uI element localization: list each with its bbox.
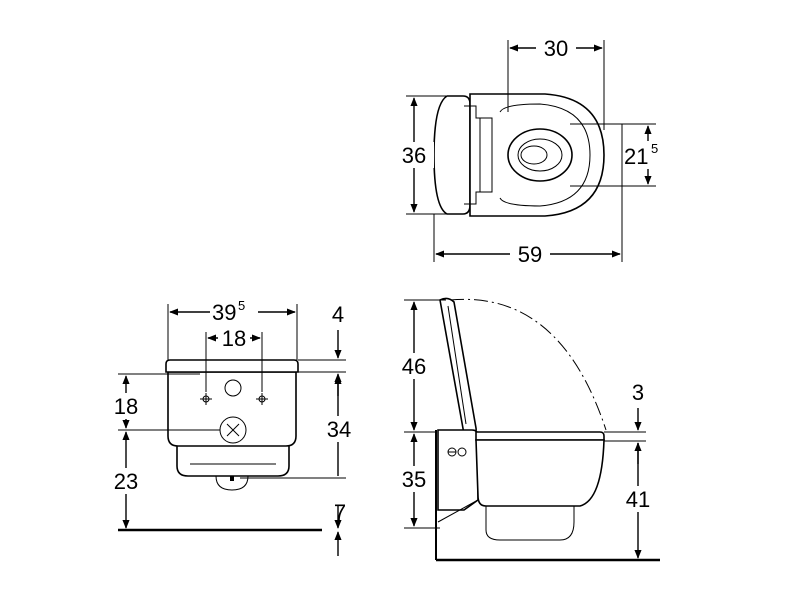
side-view-control-buttons — [447, 447, 467, 457]
side-view-lid-swing-arc — [449, 298, 607, 431]
top-view-hinge — [464, 105, 493, 205]
top-view-seat — [499, 103, 591, 207]
dim-label-36: 36 — [402, 143, 426, 168]
dim-label-39: 39 — [212, 300, 236, 325]
dim-label-18-horizontal: 18 — [222, 326, 246, 351]
dim-label-23: 23 — [114, 469, 138, 494]
dim-label-3: 3 — [632, 380, 644, 405]
side-view: 46 35 3 41 — [396, 297, 660, 562]
dim-label-46: 46 — [402, 354, 426, 379]
side-view-control-unit — [437, 429, 479, 511]
dim-label-7: 7 — [334, 500, 346, 525]
side-view-seat — [475, 431, 605, 441]
top-view-lid — [433, 95, 471, 215]
front-view-fixing-left — [200, 393, 212, 405]
front-view-fixing-right — [256, 393, 268, 405]
dim-label-59: 59 — [518, 242, 542, 267]
side-view-lid — [439, 297, 477, 435]
front-view-body — [167, 371, 297, 447]
dim-label-21: 21 — [624, 144, 648, 169]
front-view: 39 5 18 4 34 7 18 23 — [108, 298, 356, 556]
front-view-upper-hole — [224, 379, 242, 397]
dim-label-35: 35 — [402, 467, 426, 492]
front-view-drain-pipe — [215, 475, 249, 491]
dim-label-41: 41 — [626, 487, 650, 512]
top-view-opening — [507, 128, 573, 182]
dim-label-4: 4 — [332, 302, 344, 327]
dim-label-34: 34 — [327, 417, 351, 442]
dim-label-21-sup: 5 — [651, 141, 658, 156]
front-view-seat — [165, 359, 299, 373]
dim-label-39-sup: 5 — [238, 298, 245, 313]
side-view-drain-pipe — [485, 506, 575, 541]
side-view-bowl — [475, 439, 605, 507]
top-view: 30 36 21 5 59 — [394, 36, 668, 267]
dim-label-18-vertical: 18 — [114, 394, 138, 419]
front-view-base — [176, 443, 290, 477]
dim-label-30: 30 — [544, 36, 568, 61]
